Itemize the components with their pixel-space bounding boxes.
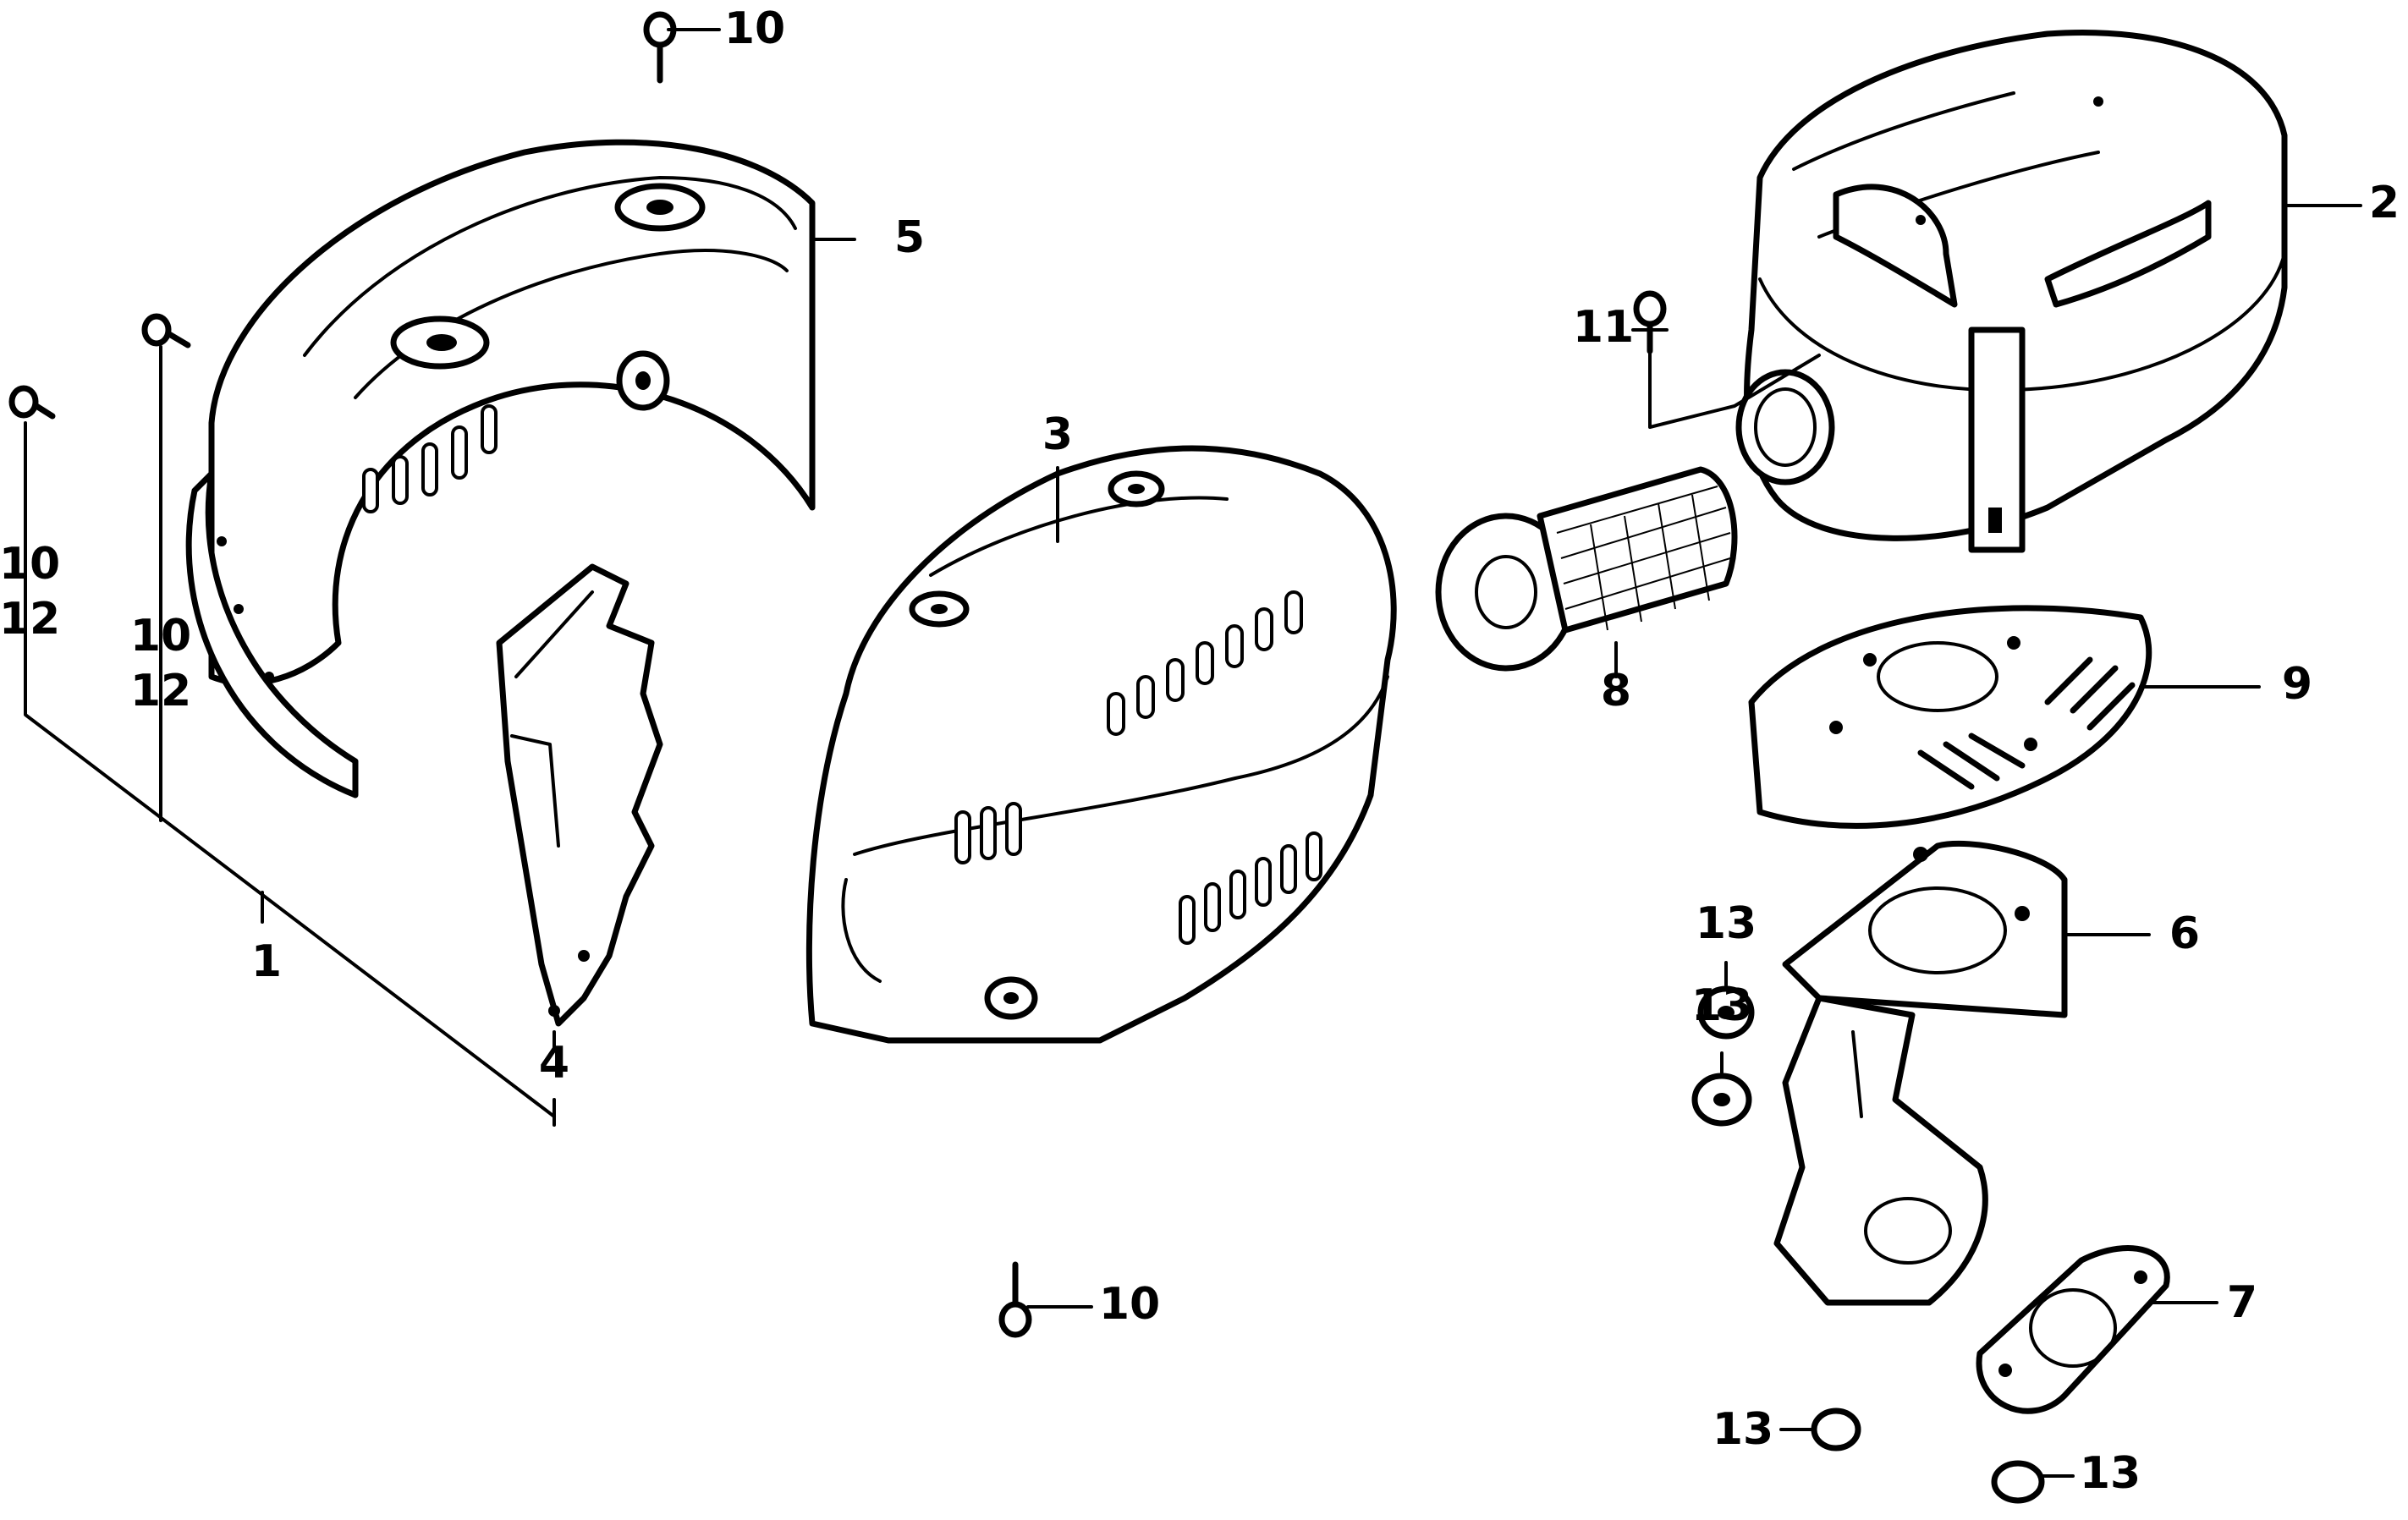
callout-6: 6 (2169, 908, 2200, 959)
callout-13-b: 13 (1696, 898, 1757, 949)
heat-shield-upper (185, 139, 816, 798)
callout-4: 4 (539, 1038, 569, 1089)
callout-2: 2 (2369, 178, 2400, 228)
callout-7: 7 (2227, 1277, 2257, 1328)
bolt-top (643, 11, 677, 84)
callout-10-left-a: 10 (130, 611, 191, 661)
nut-13-d (1991, 1460, 2045, 1504)
callout-13-c: 13 (1713, 1404, 1773, 1455)
bolt-bottom (998, 1261, 1032, 1338)
gasket-plate (1748, 605, 2152, 829)
callout-12-left-b: 12 (0, 594, 60, 645)
leader-lines (24, 28, 2362, 1478)
callout-10-top: 10 (724, 3, 785, 54)
callout-labels: 10 5 10 12 10 12 1 4 3 10 2 11 8 9 6 13 … (0, 3, 2400, 1499)
muffler-cover (805, 445, 1397, 1044)
callout-12-left-a: 12 (130, 666, 191, 716)
nut-13-b (1697, 985, 1755, 1040)
bracket-plate (496, 563, 663, 1027)
callout-10-left-b: 10 (0, 539, 60, 590)
callout-8: 8 (1601, 666, 1631, 716)
bolt-left-b (8, 385, 56, 420)
callout-10-bottom: 10 (1099, 1279, 1160, 1330)
callout-9: 9 (2282, 659, 2312, 710)
callout-11: 11 (1573, 302, 1634, 353)
spark-arrester-screen (1435, 466, 1738, 672)
nut-13-c (1811, 1408, 1861, 1451)
callout-3: 3 (1042, 409, 1073, 460)
callout-13-d: 13 (2080, 1448, 2141, 1499)
callout-1: 1 (251, 936, 282, 987)
callout-5: 5 (894, 212, 925, 263)
muffler-body (1735, 30, 2288, 553)
exhaust-gasket (1976, 1245, 2170, 1414)
bolt-11 (1633, 290, 1667, 354)
callout-13-a: 13 (1691, 980, 1752, 1031)
nut-13-a (1691, 1073, 1752, 1127)
bolt-left-a (141, 313, 191, 348)
exhaust-pipe-flange (1773, 840, 2068, 1306)
